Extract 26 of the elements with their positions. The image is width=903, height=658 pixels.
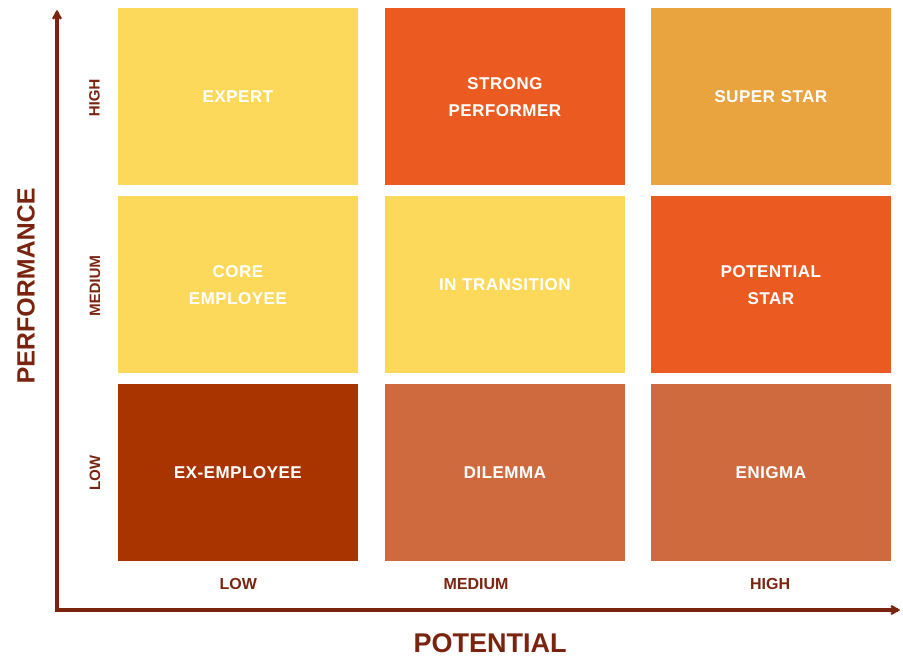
category-tile (118, 196, 358, 373)
y-tick-label: MEDIUM (86, 254, 104, 316)
category-tile (385, 384, 625, 561)
x-tick-label: HIGH (750, 576, 790, 594)
category-label: STRONG PERFORMER (447, 72, 563, 122)
category-tile (385, 8, 625, 185)
y-tick-label: HIGH (86, 78, 104, 116)
category-tile (651, 196, 891, 373)
category-tile (651, 384, 891, 561)
category-tile (118, 8, 358, 185)
category-label: CORE EMPLOYEE (188, 260, 288, 310)
category-label: DILEMMA (464, 462, 546, 484)
x-tick-label: LOW (220, 576, 257, 594)
x-axis-title: POTENTIAL (414, 628, 566, 658)
y-axis-title: PERFORMANCE (12, 187, 42, 383)
category-label: SUPER STAR (714, 86, 828, 108)
x-tick-label: MEDIUM (444, 576, 508, 594)
category-tile (118, 384, 358, 561)
category-label: EXPERT (202, 86, 274, 108)
category-label: ENIGMA (736, 462, 806, 484)
category-tile (385, 196, 625, 373)
category-label: IN TRANSITION (438, 274, 572, 296)
y-tick-label: LOW (86, 454, 104, 490)
category-label: EX-EMPLOYEE (174, 462, 302, 484)
category-label: POTENTIAL STAR (720, 260, 822, 310)
category-tile (651, 8, 891, 185)
